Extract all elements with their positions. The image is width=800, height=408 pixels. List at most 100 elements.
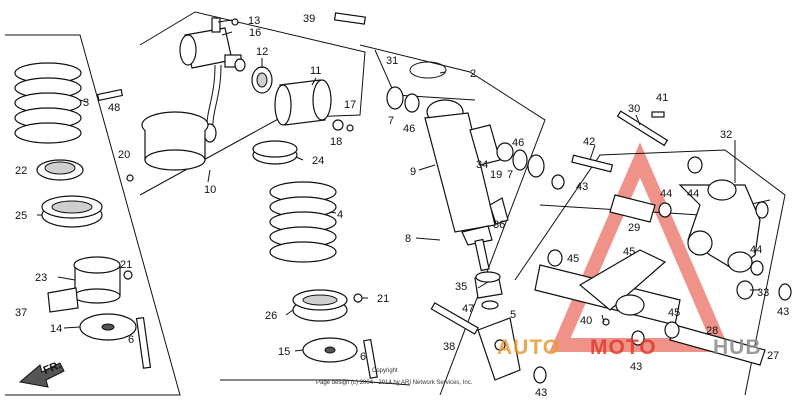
plate-15	[302, 337, 358, 363]
callout-10: 10	[204, 184, 216, 196]
circlip-31	[409, 61, 447, 79]
callout-8: 8	[405, 233, 411, 245]
boot-23	[73, 256, 121, 304]
callout-38: 38	[443, 341, 455, 353]
callout-13: 13	[248, 15, 260, 27]
callout-44c: 44	[750, 244, 762, 256]
callout-43a: 43	[576, 181, 588, 193]
copyright-line-2: Page design (c) 2004 - 2014 by ARI Netwo…	[316, 380, 473, 386]
collar-34	[469, 124, 514, 166]
bracket-5	[477, 317, 521, 381]
bolt-18	[332, 119, 354, 132]
bump-stop-35	[474, 271, 503, 310]
callout-43b: 43	[777, 306, 789, 318]
callout-43d: 43	[535, 387, 547, 399]
callout-29: 29	[628, 222, 640, 234]
callout-16: 16	[249, 27, 261, 39]
bolt-39	[333, 12, 366, 25]
bolt-48	[96, 88, 124, 102]
callout-44b: 44	[687, 188, 699, 200]
callout-9: 9	[410, 166, 416, 178]
callout-46b: 46	[512, 137, 524, 149]
callout-45a: 45	[567, 253, 579, 265]
callout-45b: 45	[668, 307, 680, 319]
spring-4	[269, 181, 337, 263]
watermark-text: AUTO MOTO HUB	[497, 336, 762, 359]
collar-25	[41, 195, 103, 228]
callout-39: 39	[303, 13, 315, 25]
collar-29	[609, 194, 656, 223]
bolt-42	[571, 154, 614, 173]
callout-25: 25	[15, 210, 27, 222]
callout-5: 5	[510, 309, 516, 321]
arm-32	[678, 179, 761, 273]
callout-20: 20	[118, 149, 130, 161]
ring-24	[252, 140, 298, 165]
seals-7-46	[386, 86, 545, 178]
watermark-hub: HUB	[713, 336, 762, 359]
callout-42: 42	[583, 136, 595, 148]
copyright-line-1: Copyright	[372, 368, 398, 374]
collar-26	[292, 289, 348, 322]
front-label: FR.	[42, 359, 63, 377]
callout-27: 27	[767, 350, 779, 362]
seal-22	[36, 159, 84, 181]
reservoir-10	[141, 17, 246, 171]
pins-6	[135, 317, 378, 379]
callout-11: 11	[310, 65, 321, 77]
callout-35: 35	[455, 281, 467, 293]
bolt-38	[430, 302, 479, 335]
callout-23: 23	[35, 272, 47, 284]
callout-7a: 7	[388, 115, 394, 127]
callout-43c: 43	[630, 361, 642, 373]
pin-30	[616, 110, 669, 147]
callout-4: 4	[337, 209, 343, 221]
callout-21b: 21	[377, 293, 389, 305]
callout-46a: 46	[403, 123, 415, 135]
callout-36: 36	[493, 219, 505, 231]
callout-12: 12	[256, 46, 268, 58]
callout-7b: 7	[507, 169, 513, 181]
callout-40: 40	[580, 315, 592, 327]
small-fasteners	[123, 174, 363, 303]
callout-3: 3	[83, 97, 89, 109]
callout-22: 22	[15, 165, 27, 177]
callout-31: 31	[386, 55, 398, 67]
front-arrow-icon	[18, 362, 65, 388]
callout-18: 18	[330, 136, 342, 148]
callout-17: 17	[344, 99, 356, 111]
callout-37: 37	[15, 307, 27, 319]
callout-2: 2	[470, 68, 476, 80]
callout-32: 32	[720, 129, 732, 141]
callout-34: 34	[476, 159, 488, 171]
callout-28: 28	[706, 325, 718, 337]
callout-14: 14	[50, 323, 62, 335]
adjuster-11	[274, 79, 332, 126]
seals-right	[533, 156, 792, 384]
spring-3	[14, 62, 82, 144]
watermark-auto: AUTO	[497, 336, 560, 359]
callout-6a: 6	[128, 334, 134, 346]
label-37	[47, 287, 79, 313]
leader-lines	[37, 19, 760, 352]
callout-21a: 21	[120, 259, 132, 271]
callout-24: 24	[312, 155, 324, 167]
clip-36	[489, 197, 509, 225]
collar-12	[251, 66, 273, 94]
callout-6b: 6	[360, 351, 366, 363]
callout-26: 26	[265, 310, 277, 322]
callout-30: 30	[628, 103, 640, 115]
callout-41: 41	[656, 92, 668, 104]
callout-45c: 45	[623, 246, 635, 258]
callout-47: 47	[462, 303, 474, 315]
watermark-moto: MOTO	[590, 336, 657, 359]
callout-48: 48	[108, 102, 120, 114]
callout-44a: 44	[660, 188, 672, 200]
callout-labels: 2 3 4 5 6 6 7 7 8 9 10 11 12 13 14 15 16…	[15, 13, 789, 399]
callout-19: 19	[490, 169, 502, 181]
callout-33: 33	[757, 287, 769, 299]
callout-15: 15	[278, 346, 290, 358]
shock-absorber-8	[424, 99, 496, 272]
